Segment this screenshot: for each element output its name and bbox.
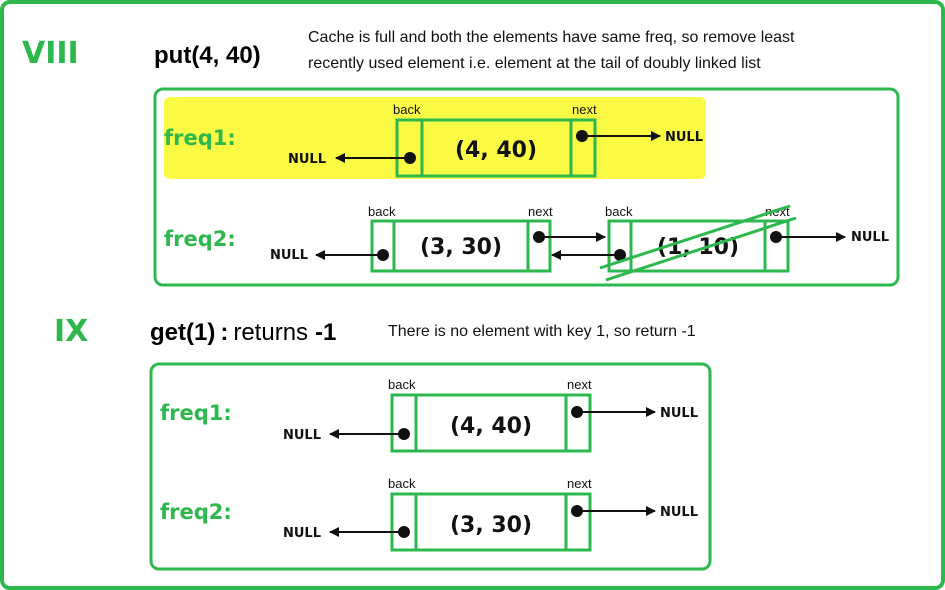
back-pointer-label: back: [393, 102, 421, 117]
null-left: NULL: [283, 526, 321, 541]
null-left: NULL: [270, 248, 308, 263]
step-viii-note-line1: Cache is full and both the elements have…: [308, 29, 795, 46]
strike-line: [599, 204, 791, 270]
node-box: [607, 219, 790, 273]
node-key-value: (1, 10): [657, 235, 739, 260]
step-ix-panel: [149, 362, 712, 571]
step-ix-note: There is no element with key 1, so retur…: [388, 323, 696, 340]
step-viii-freq2-row: freq2: (3, 30) back next NULL (1, 10) ba…: [164, 204, 889, 282]
node-key-value: (4, 40): [450, 414, 532, 439]
null-right: NULL: [851, 230, 889, 245]
step-ix-label: IX: [54, 314, 88, 349]
step-viii-panel: [153, 87, 900, 287]
step-ix-return-value: -1: [315, 319, 336, 346]
step-viii-operation: put(4, 40): [154, 42, 261, 69]
step-ix: IX get(1):returns -1 There is no element …: [54, 314, 712, 571]
node-box: [390, 492, 592, 552]
back-pointer-label: back: [368, 204, 396, 219]
list-node: (4, 40) back next: [335, 102, 661, 178]
list-node: (3, 30) back next: [329, 476, 656, 552]
node-key-value: (3, 30): [420, 235, 502, 260]
step-viii-note-line2: recently used element i.e. element at th…: [308, 55, 761, 72]
step-ix-heading: get(1):returns -1: [150, 319, 336, 346]
next-pointer-label: next: [567, 476, 592, 491]
list-node: (3, 30) back next: [315, 204, 606, 273]
freq2-label: freq2:: [164, 227, 236, 251]
node-box: [390, 393, 592, 453]
freq1-label: freq1:: [160, 401, 232, 425]
back-pointer-label: back: [605, 204, 633, 219]
next-pointer-label: next: [567, 377, 592, 392]
step-ix-operation: get(1): [150, 319, 215, 346]
node-key-value: (4, 40): [455, 138, 537, 163]
step-ix-returns: returns: [233, 319, 308, 346]
list-node: (4, 40) back next: [329, 377, 656, 453]
list-node-removed: (1, 10) back next: [551, 204, 846, 282]
back-pointer-label: back: [388, 476, 416, 491]
strike-line: [605, 216, 797, 282]
null-right: NULL: [660, 505, 698, 520]
node-box: [395, 118, 597, 178]
highlight-band: [164, 97, 706, 179]
null-right: NULL: [665, 130, 703, 145]
step-viii-freq1-row: freq1: (4, 40) back next NULL NULL: [164, 97, 706, 179]
step-ix-colon: :: [220, 319, 228, 346]
next-pointer-label: next: [528, 204, 553, 219]
null-left: NULL: [283, 428, 321, 443]
step-ix-freq2-row: freq2: (3, 30) back next NULL NULL: [160, 476, 698, 552]
step-viii-label: VIII: [22, 36, 79, 71]
freq1-label: freq1:: [164, 126, 236, 150]
step-ix-freq1-row: freq1: (4, 40) back next NULL NULL: [160, 377, 698, 453]
back-pointer-label: back: [388, 377, 416, 392]
freq2-label: freq2:: [160, 500, 232, 524]
null-right: NULL: [660, 406, 698, 421]
node-box: [370, 219, 552, 273]
next-pointer-label: next: [572, 102, 597, 117]
step-viii: VIII put(4, 40) Cache is full and both t…: [22, 29, 900, 287]
null-left: NULL: [288, 152, 326, 167]
node-key-value: (3, 30): [450, 513, 532, 538]
